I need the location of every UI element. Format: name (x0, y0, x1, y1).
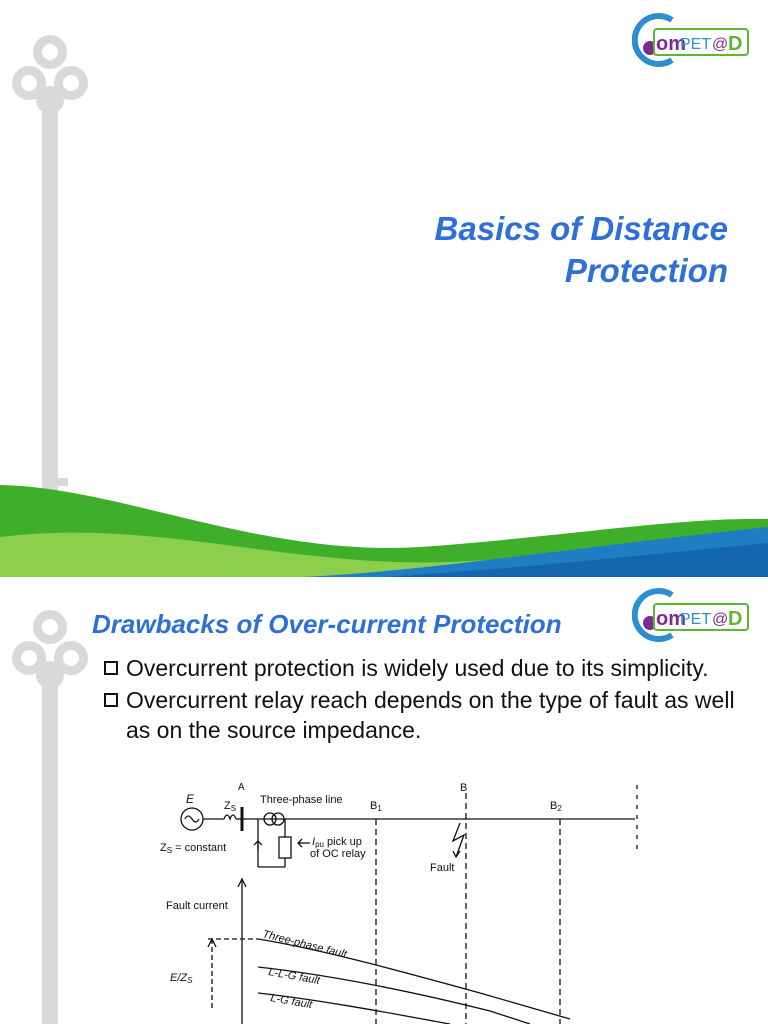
logo-pet: PET (680, 36, 711, 53)
label-b: B (460, 782, 467, 794)
label-zs: ZS (224, 800, 236, 813)
slide-title: Basics of Distance Protection (308, 208, 728, 292)
bullet-text: Overcurrent protection is widely used du… (126, 655, 709, 681)
label-zs-constant: ZS = constant (160, 842, 226, 855)
logo-om: om (656, 608, 686, 630)
label-oc-relay: of OC relay (310, 848, 366, 860)
title-slide: om PET @ D Basics of Distance Protection (0, 12, 768, 577)
title-line-1: Basics of Distance (434, 210, 728, 247)
bullet-text: Overcurrent relay reach depends on the t… (126, 687, 735, 743)
label-three-phase-fault: Three-phase fault (261, 928, 348, 961)
bullet-item: Overcurrent relay reach depends on the t… (104, 685, 744, 745)
logo-at: @ (712, 611, 728, 628)
logo-d: D (728, 33, 742, 55)
label-fault: Fault (430, 862, 454, 874)
label-fault-current: Fault current (166, 900, 228, 912)
label-b1: B1 (370, 800, 382, 813)
slide-gap (0, 577, 768, 583)
curve-three-phase (257, 938, 481, 994)
label-ezs: E/ZS (170, 972, 193, 985)
fault-symbol (451, 822, 466, 858)
logo-d: D (728, 608, 742, 630)
logo-om: om (656, 33, 686, 55)
company-logo: om PET @ D (632, 587, 752, 643)
label-line: Three-phase line (260, 794, 343, 806)
title-line-2: Protection (564, 252, 728, 289)
logo-at: @ (712, 36, 728, 53)
bullet-item: Overcurrent protection is widely used du… (104, 653, 744, 683)
fault-current-diagram: E ZS A Three-phase line B1 B B2 ZS = con… (160, 782, 638, 1024)
key-decoration (12, 610, 88, 1024)
curve-llg (257, 966, 491, 1012)
label-ipu: Ipu pick up (312, 836, 362, 849)
label-e: E (186, 792, 195, 806)
logo-pet: PET (680, 611, 711, 628)
slide-title: Drawbacks of Over-current Protection (92, 609, 562, 639)
checkbox-bullet-icon (104, 693, 118, 707)
content-slide: om PET @ D Drawbacks of Over-current Pro… (0, 583, 768, 1024)
curve-lg (257, 992, 451, 1024)
company-logo: om PET @ D (632, 12, 752, 68)
label-a: A (238, 782, 245, 793)
bullet-list: Overcurrent protection is widely used du… (104, 653, 744, 747)
checkbox-bullet-icon (104, 661, 118, 675)
key-decoration (12, 35, 88, 505)
wave-decoration (0, 485, 768, 577)
label-lg-fault: L-G fault (269, 992, 314, 1011)
label-b2: B2 (550, 800, 562, 813)
label-llg-fault: L-L-G fault (267, 966, 321, 987)
oc-relay (278, 836, 292, 859)
